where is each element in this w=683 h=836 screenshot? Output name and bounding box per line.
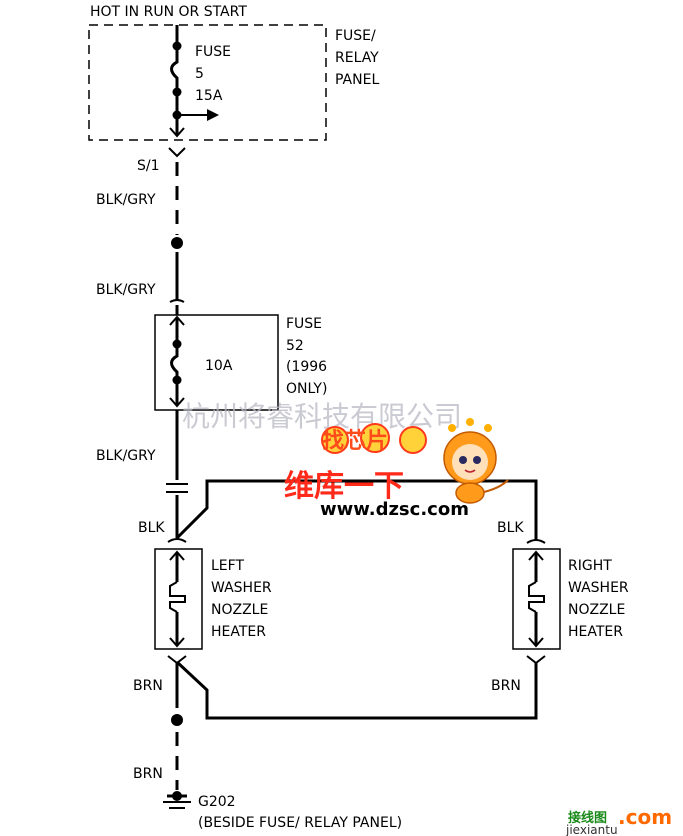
left-heater-label-3: NOZZLE (211, 602, 268, 618)
right-heater-box (512, 548, 561, 650)
fuse52-label-3: (1996 (286, 359, 327, 375)
wire-label: BLK/GRY (96, 282, 156, 298)
junction-dot (172, 110, 182, 120)
panel-label-3: PANEL (335, 72, 379, 88)
watermark-logo-top: 找芯片 (322, 429, 388, 454)
connector-left-heater-top (167, 538, 187, 543)
connector-right-heater-bottom (526, 655, 546, 665)
wire-label: BRN (133, 678, 163, 694)
fuse52-label-4: ONLY) (286, 381, 327, 397)
watermark-logo-main: 维库一下 (284, 469, 404, 504)
left-heater-box (154, 548, 203, 650)
connector-right-heater-top (526, 539, 546, 544)
wire-blk-bus (175, 479, 538, 540)
splice-dot (171, 714, 183, 726)
junction-dot (172, 87, 182, 97)
watermark-corner: 接线图 .com jiexiantu (565, 805, 672, 836)
right-heater-label-2: WASHER (568, 580, 629, 596)
watermark-url: www.dzsc.com (320, 499, 469, 520)
left-heater-label-2: WASHER (211, 580, 272, 596)
left-heater-label-1: LEFT (211, 558, 244, 574)
ground-location: (BESIDE FUSE/ RELAY PANEL) (198, 815, 402, 831)
supply-label: HOT IN RUN OR START (90, 4, 247, 20)
junction-dot (172, 41, 182, 51)
connector-s1-label: S/1 (137, 158, 160, 174)
junction-dot (172, 375, 182, 385)
fuse52-rating: 10A (205, 358, 233, 374)
panel-label-2: RELAY (335, 50, 379, 66)
fuse-relay-panel-box (88, 24, 327, 141)
right-heater-label-4: HEATER (568, 624, 623, 640)
fuse-52-box (154, 314, 279, 411)
left-heater-label-4: HEATER (211, 624, 266, 640)
junction-dot (172, 339, 182, 349)
connector-left-heater-bottom (167, 655, 187, 665)
wire-brn-bus (175, 660, 538, 720)
connector-fuse52-top (169, 299, 185, 303)
left-heater-symbol (169, 550, 186, 648)
arrow-right-icon (207, 109, 219, 121)
right-heater-label-1: RIGHT (568, 558, 612, 574)
wire-label: BLK/GRY (96, 192, 156, 208)
watermark-corner-com: .com (618, 805, 672, 829)
watermark-logo: 找芯片 维库一下 www.dzsc.com (284, 418, 509, 520)
wire-label: BRN (133, 766, 163, 782)
wire-label: BLK/GRY (96, 448, 156, 464)
right-heater-label-3: NOZZLE (568, 602, 625, 618)
right-heater-symbol (528, 550, 545, 648)
fuse5-label-2: 5 (195, 66, 204, 82)
fuse5-label-1: FUSE (195, 44, 231, 60)
ground-name: G202 (198, 794, 236, 810)
watermark-corner-cn: 接线图 (568, 810, 607, 826)
fuse52-label-1: FUSE (286, 316, 322, 332)
splice-dot (171, 237, 183, 249)
watermark-corner-url: jiexiantu (565, 823, 618, 836)
panel-label-1: FUSE/ (335, 28, 376, 44)
wire-label: BRN (491, 678, 521, 694)
fuse-52-symbol (169, 315, 185, 408)
wire-label: BLK (497, 520, 524, 536)
connector-s1 (168, 147, 186, 158)
fuse52-label-2: 52 (286, 338, 304, 354)
connector-split (166, 483, 188, 493)
wire-label: BLK (138, 520, 165, 536)
connector-arrow-icon (169, 127, 185, 138)
fuse5-label-3: 15A (195, 88, 223, 104)
mascot-icon (443, 418, 509, 504)
ground-dot (172, 791, 182, 801)
